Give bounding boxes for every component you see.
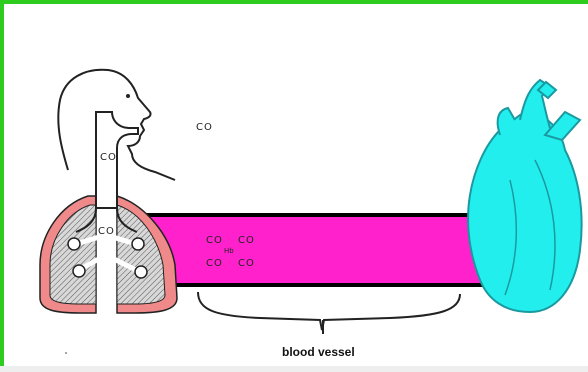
vessel-brace bbox=[198, 292, 460, 330]
blood-vessel bbox=[140, 215, 490, 285]
co-label-lung: CO bbox=[98, 226, 115, 237]
vessel-caption: blood vessel bbox=[282, 345, 355, 359]
co-label-air: CO bbox=[196, 122, 213, 133]
co-label-blood-4: CO bbox=[238, 258, 255, 269]
hb-label: Hb bbox=[224, 247, 234, 255]
co-label-throat: CO bbox=[100, 152, 117, 163]
co-label-blood-1: CO bbox=[206, 235, 223, 246]
dot-artifact bbox=[65, 352, 67, 354]
heart bbox=[468, 80, 582, 312]
co-label-blood-2: CO bbox=[238, 235, 255, 246]
co-label-blood-3: CO bbox=[206, 258, 223, 269]
